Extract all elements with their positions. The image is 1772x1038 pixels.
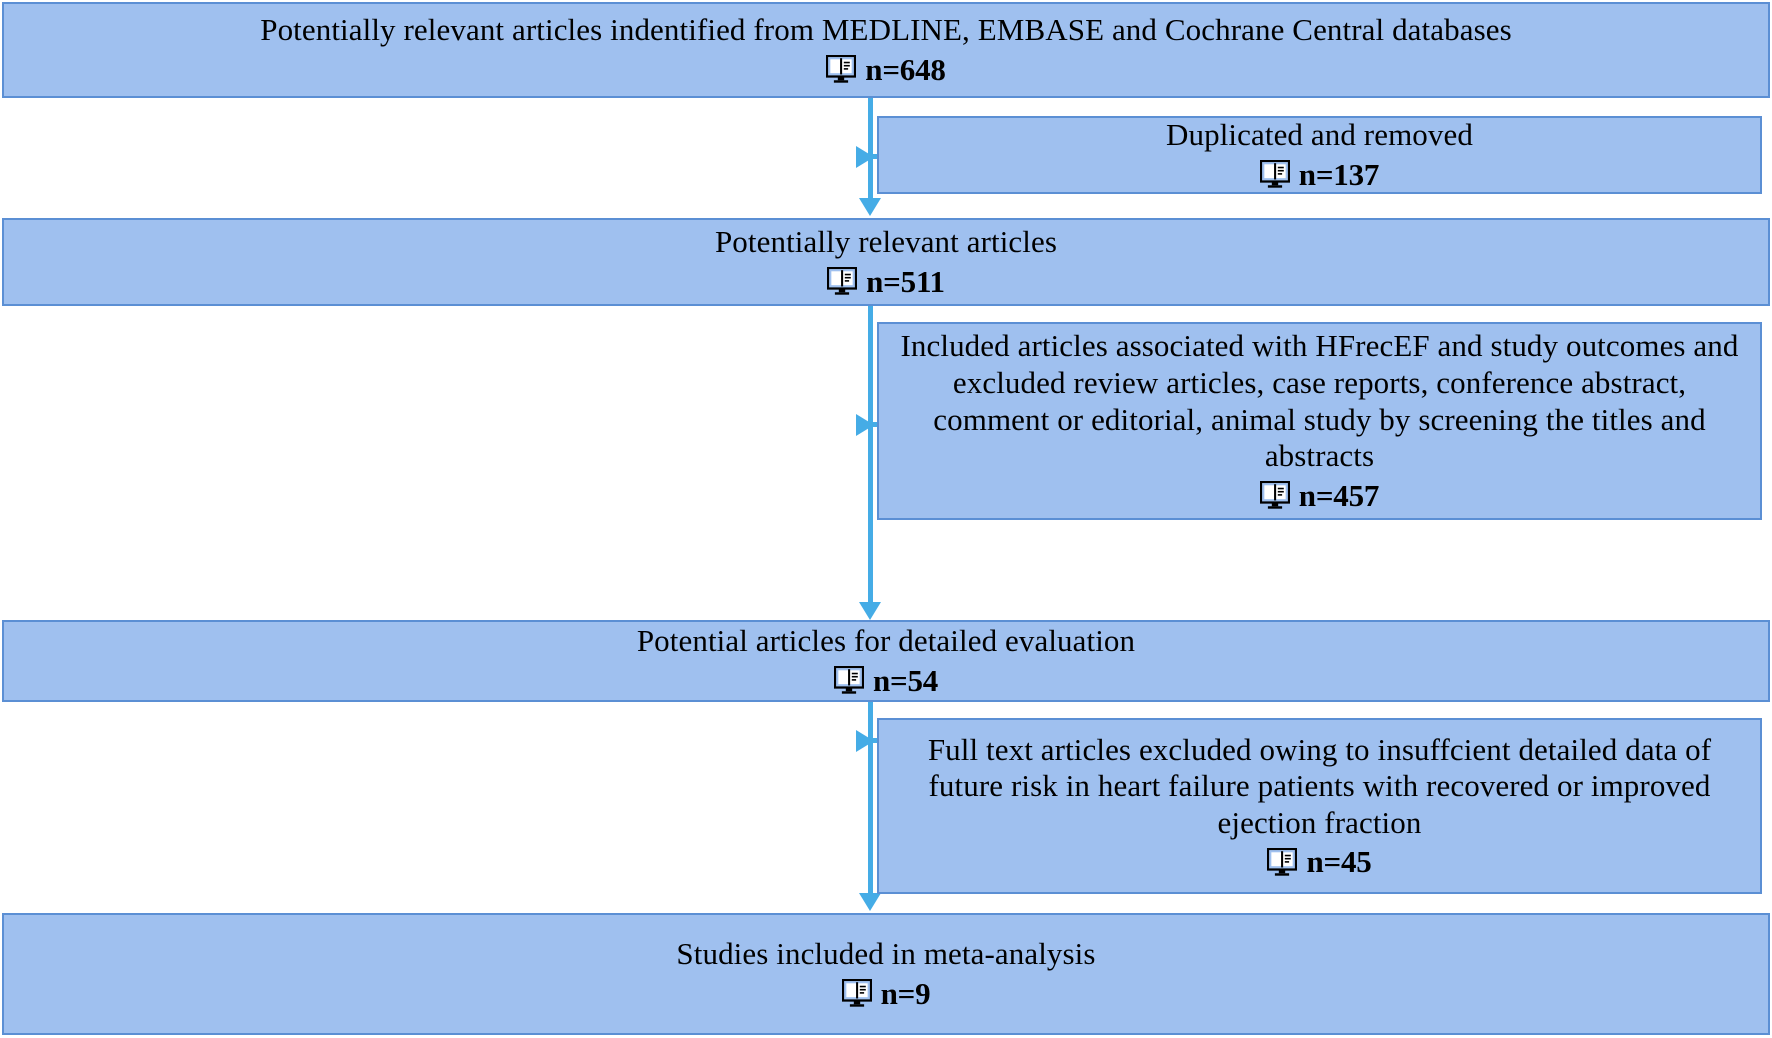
node-relevant[interactable]: Potentially relevant articles n=511 bbox=[2, 218, 1770, 306]
node-fulltext-excluded-text: Full text articles excluded owing to ins… bbox=[927, 731, 1712, 840]
node-screened-out[interactable]: Included articles associated with HFrecE… bbox=[877, 322, 1762, 520]
connector-detailed-to-included bbox=[868, 701, 873, 895]
node-screened-out-count-label: n=457 bbox=[1298, 477, 1380, 513]
node-relevant-count: n=511 bbox=[827, 264, 945, 300]
node-identified-text: Potentially relevant articles indentifie… bbox=[260, 12, 1512, 48]
open-book-icon bbox=[827, 267, 858, 296]
arrowhead-into-screened-out bbox=[856, 414, 874, 436]
node-detailed[interactable]: Potential articles for detailed evaluati… bbox=[2, 620, 1770, 702]
arrowhead-into-included bbox=[859, 893, 881, 911]
open-book-icon bbox=[833, 666, 864, 695]
open-book-icon bbox=[1267, 847, 1298, 877]
node-relevant-text: Potentially relevant articles bbox=[714, 224, 1058, 260]
node-duplicates-text: Duplicated and removed bbox=[1166, 117, 1473, 153]
node-relevant-count-label: n=511 bbox=[866, 263, 945, 299]
node-identified-count-label: n=648 bbox=[865, 51, 946, 87]
node-detailed-count: n=54 bbox=[833, 662, 939, 699]
node-fulltext-excluded-count-label: n=45 bbox=[1306, 844, 1372, 880]
node-screened-out-count: n=457 bbox=[1259, 477, 1380, 514]
arrowhead-into-duplicates bbox=[856, 146, 874, 168]
node-fulltext-excluded[interactable]: Full text articles excluded owing to ins… bbox=[877, 718, 1762, 894]
node-included-count-label: n=9 bbox=[880, 975, 931, 1011]
node-duplicates-count: n=137 bbox=[1259, 156, 1380, 193]
node-identified[interactable]: Potentially relevant articles indentifie… bbox=[2, 2, 1770, 98]
open-book-icon bbox=[841, 979, 872, 1008]
node-duplicates-count-label: n=137 bbox=[1298, 156, 1380, 192]
open-book-icon bbox=[1259, 481, 1290, 510]
node-screened-out-text: Included articles associated with HFrecE… bbox=[900, 328, 1739, 474]
connector-relevant-to-detailed bbox=[868, 306, 873, 604]
arrowhead-into-relevant bbox=[859, 198, 881, 216]
arrowhead-into-detailed bbox=[859, 602, 881, 620]
node-included-text: Studies included in meta-analysis bbox=[676, 936, 1096, 972]
open-book-icon bbox=[1259, 160, 1290, 189]
arrowhead-into-fulltext-excluded bbox=[856, 730, 874, 752]
node-fulltext-excluded-count: n=45 bbox=[1267, 844, 1372, 880]
node-detailed-text: Potential articles for detailed evaluati… bbox=[636, 623, 1136, 659]
node-included-count: n=9 bbox=[841, 975, 931, 1012]
open-book-icon bbox=[826, 55, 857, 84]
node-included[interactable]: Studies included in meta-analysis n=9 bbox=[2, 913, 1770, 1035]
node-detailed-count-label: n=54 bbox=[872, 662, 939, 698]
node-duplicates[interactable]: Duplicated and removed n=137 bbox=[877, 116, 1762, 194]
node-identified-count: n=648 bbox=[826, 51, 946, 88]
